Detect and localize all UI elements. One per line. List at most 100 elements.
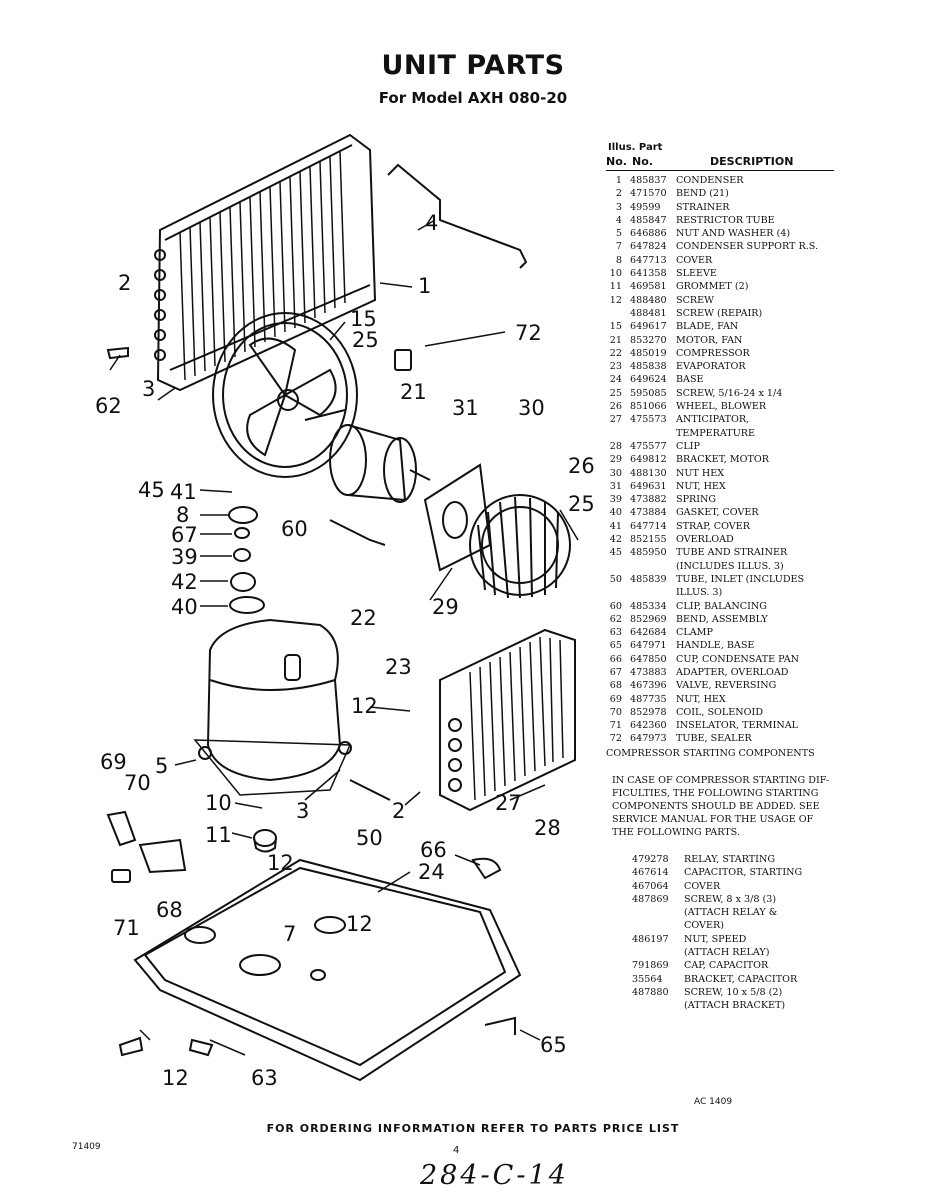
cell-part-no: 649631 xyxy=(630,480,667,492)
cell-description: RELAY, STARTING xyxy=(684,854,776,865)
cell-description: STRAINER xyxy=(676,201,730,213)
cell-illus-no: 21 xyxy=(609,334,622,346)
table-row: 1 485837 CONDENSER xyxy=(606,174,834,187)
cell-illus-no: 68 xyxy=(609,680,622,692)
cell-description: COVER xyxy=(676,254,713,266)
cell-description: NUT, HEX xyxy=(676,693,726,705)
cell-description: CAPACITOR, STARTING xyxy=(684,867,803,879)
cell-part-no: 469581 xyxy=(630,281,667,293)
cell-part-no: 479278 xyxy=(632,854,669,865)
callout-7: 7 xyxy=(283,922,297,946)
callout-5: 5 xyxy=(155,754,169,778)
starting-note: IN CASE OF COMPRESSOR STARTING DIF-FICUL… xyxy=(612,775,830,838)
cell-part-no: 647714 xyxy=(630,520,667,532)
cell-part-no: 642684 xyxy=(630,627,667,639)
cell-part-no: 649624 xyxy=(630,374,667,386)
callout-39: 39 xyxy=(171,545,198,569)
cell-illus-no: 60 xyxy=(609,600,622,612)
cell-description: SCREW, 5/16-24 x 1/4 xyxy=(676,387,783,399)
document-number: 71409 xyxy=(72,1142,101,1152)
table-header-top: Illus. Part xyxy=(608,142,663,153)
callout-4: 4 xyxy=(425,211,439,235)
cell-part-no: 471570 xyxy=(630,188,667,200)
cell-description: CLIP, BALANCING xyxy=(676,600,767,612)
cell-part-no: 488481 xyxy=(630,307,667,319)
cell-illus-no: 10 xyxy=(609,268,622,280)
callout-24: 24 xyxy=(418,860,445,884)
cell-description: OVERLOAD xyxy=(676,534,734,546)
cell-part-no: 852978 xyxy=(630,706,667,718)
cell-illus-no: 23 xyxy=(609,361,622,373)
cell-part-no: 485019 xyxy=(630,347,667,359)
callout-41: 41 xyxy=(170,480,197,504)
callout-8: 8 xyxy=(176,503,190,527)
cell-part-no: 475577 xyxy=(630,440,667,452)
cell-part-no: 649617 xyxy=(630,321,667,333)
cell-description: BRACKET, MOTOR xyxy=(676,454,769,466)
condenser-illustration xyxy=(154,133,377,392)
cell-part-no: 473882 xyxy=(630,494,667,506)
page-number: 4 xyxy=(453,1145,460,1156)
callout-26: 26 xyxy=(568,454,595,478)
cell-description: COMPRESSOR xyxy=(676,347,750,359)
cell-illus-no: 40 xyxy=(609,507,622,519)
cell-description: GROMMET (2) xyxy=(676,281,749,293)
callout-30: 30 xyxy=(518,396,545,420)
cell-illus-no: 1 xyxy=(615,175,622,186)
cell-description: CONDENSER xyxy=(676,175,744,186)
callout-40: 40 xyxy=(171,595,198,619)
cell-description: CAP, CAPACITOR xyxy=(684,960,769,972)
cell-description: BEND (21) xyxy=(676,188,729,200)
cell-description: ANTICIPATOR, xyxy=(676,414,750,426)
evaporator-illustration xyxy=(439,628,576,812)
cell-illus-no: 67 xyxy=(609,666,622,678)
cell-illus-no: 30 xyxy=(609,467,622,479)
cell-part-no: 49599 xyxy=(630,201,661,213)
cell-description: MOTOR, FAN xyxy=(676,334,743,346)
cell-part-no: 595085 xyxy=(630,387,667,399)
callout-62: 62 xyxy=(95,394,122,418)
table-header: No. No. DESCRIPTION xyxy=(606,155,834,171)
callout-68: 68 xyxy=(156,898,183,922)
cell-part-no xyxy=(632,946,684,959)
cell-description: BEND, ASSEMBLY xyxy=(676,613,768,625)
cell-part-no: 486197 xyxy=(632,933,669,945)
cell-illus-no: 31 xyxy=(609,480,622,492)
cell-illus-no: 2 xyxy=(615,188,622,200)
cell-description: ADAPTER, OVERLOAD xyxy=(676,666,789,678)
callout-12c: 12 xyxy=(346,912,373,936)
cell-description: INSELATOR, TERMINAL xyxy=(676,720,799,732)
cell-part-no: 467396 xyxy=(630,680,667,692)
cell-part-no: 485950 xyxy=(630,547,667,559)
cell-description: RESTRICTOR TUBE xyxy=(676,214,775,226)
cell-illus-no: 25 xyxy=(609,387,622,399)
cell-part-no: 649812 xyxy=(630,454,667,466)
cell-illus-no xyxy=(606,586,630,599)
callout-12b: 12 xyxy=(267,851,294,875)
cell-part-no: 467064 xyxy=(632,880,669,892)
fan-blade-illustration xyxy=(212,312,358,478)
callout-22: 22 xyxy=(350,606,377,630)
cell-description: TEMPERATURE xyxy=(676,427,756,439)
starting-components-heading: COMPRESSOR STARTING COMPONENTS xyxy=(606,747,815,759)
cell-part-no: 485837 xyxy=(630,175,667,186)
cell-illus-no: 45 xyxy=(609,547,622,559)
cell-part-no: 485847 xyxy=(630,214,667,226)
callout-25b: 25 xyxy=(568,492,595,516)
callout-28: 28 xyxy=(534,816,561,840)
